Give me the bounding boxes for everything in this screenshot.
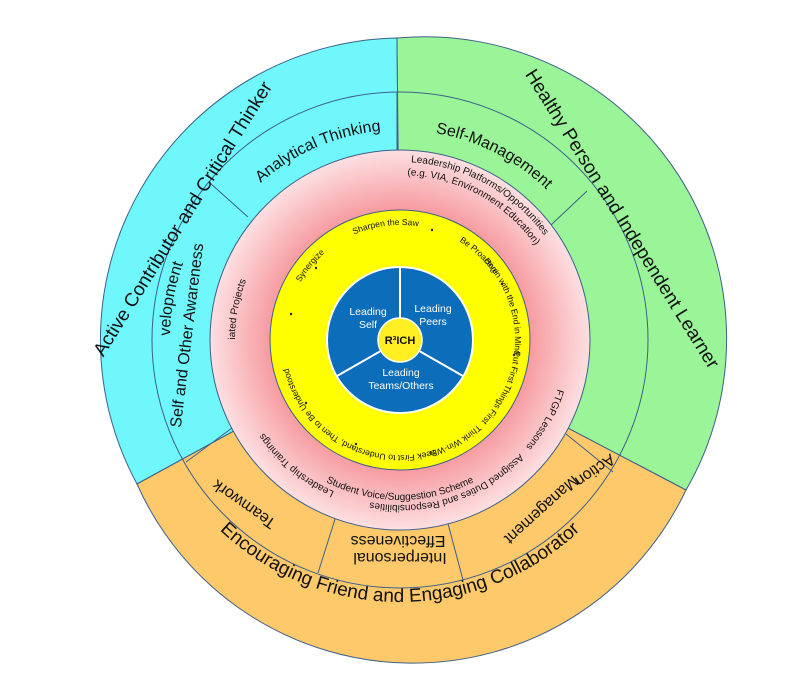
core-label-leading-teams-2: Teams/Others bbox=[368, 380, 433, 392]
core-label-leading-peers-1: Leading bbox=[414, 303, 452, 315]
center-badge bbox=[377, 317, 423, 363]
competency-interpersonal-line2: Effectiveness bbox=[351, 532, 446, 549]
core-label-leading-self-1: Leading bbox=[349, 306, 387, 318]
middle-ring bbox=[151, 91, 649, 589]
center-label: R³ICH bbox=[385, 335, 416, 347]
core-circle bbox=[326, 266, 474, 414]
core-label-leading-peers-2: Peers bbox=[419, 316, 446, 328]
core-label-leading-teams-1: Leading bbox=[382, 367, 420, 379]
competency-interpersonal-line1: Interpersonal bbox=[353, 549, 446, 566]
habit-separators bbox=[289, 228, 516, 446]
core-label-leading-self-2: Self bbox=[359, 319, 377, 331]
